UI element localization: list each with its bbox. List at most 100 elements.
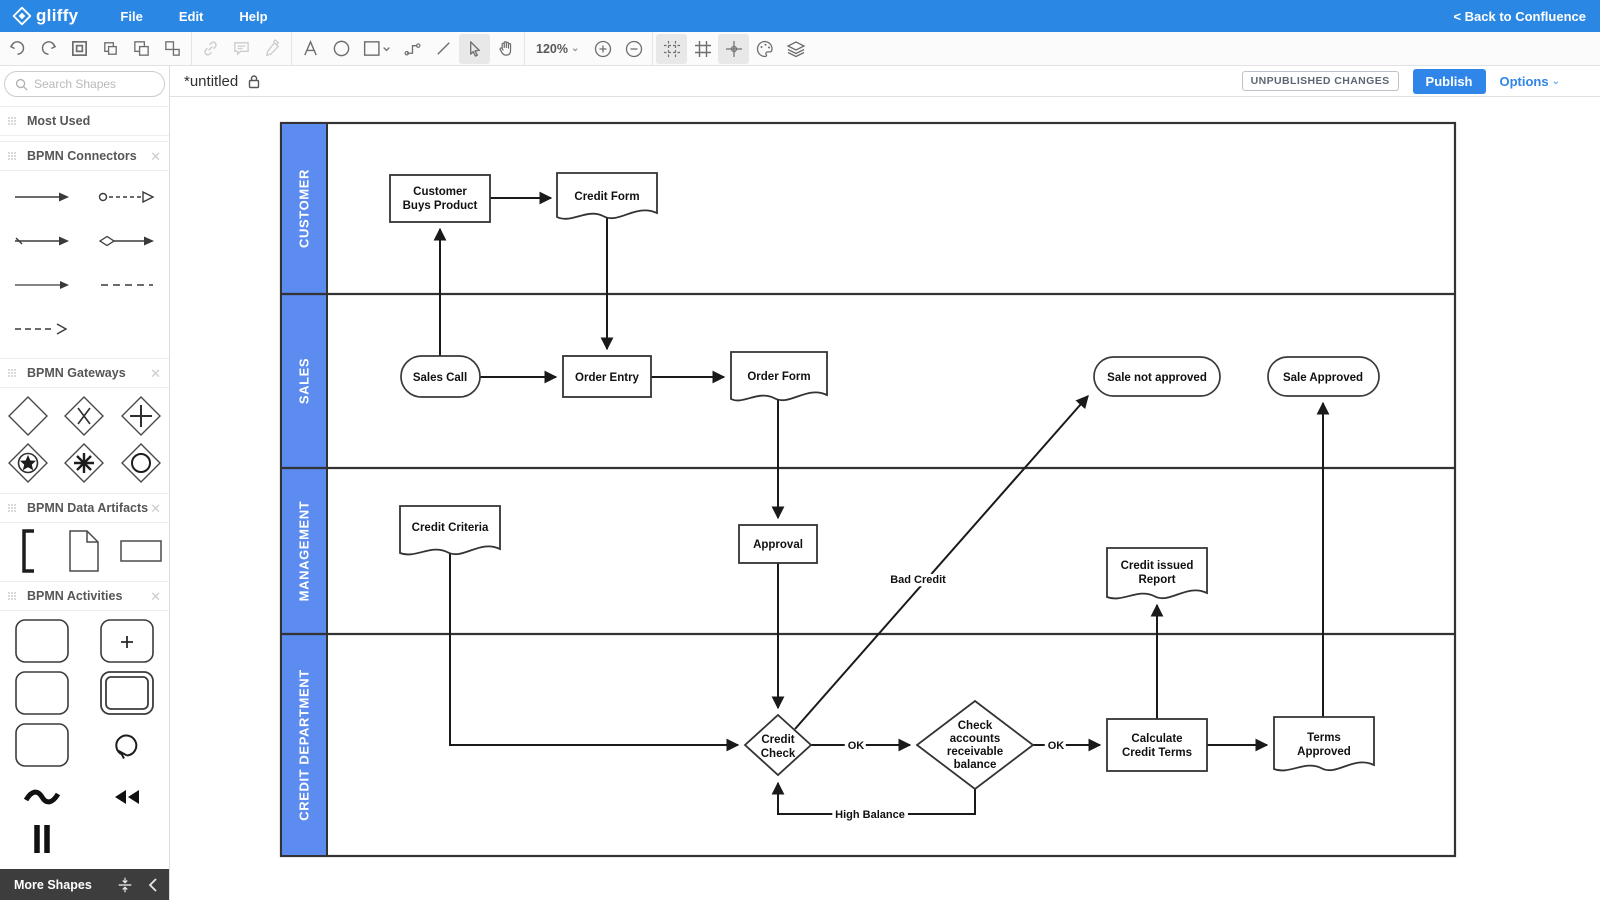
ungroup-icon[interactable]: [157, 34, 188, 64]
shape-gateway[interactable]: [0, 392, 56, 439]
node-sale-approved[interactable]: Sale Approved: [1267, 356, 1380, 397]
link-icon[interactable]: [195, 34, 226, 64]
shape-call-activity[interactable]: [0, 719, 85, 771]
shape-subprocess[interactable]: [85, 615, 170, 667]
shape-dashed-arrow[interactable]: [0, 307, 85, 351]
shape-directed-line[interactable]: [0, 263, 85, 307]
shape-ad-hoc-marker[interactable]: [0, 771, 85, 823]
snap-grid-icon[interactable]: [656, 33, 688, 64]
shape-data-object[interactable]: [56, 527, 112, 574]
shape-loop-marker[interactable]: [85, 719, 170, 771]
drag-handle-icon[interactable]: [8, 116, 17, 126]
section-bpmn-data-artifacts[interactable]: BPMN Data Artifacts ✕: [0, 493, 169, 523]
collapse-panel-icon[interactable]: [146, 877, 160, 893]
shape-complex-event-gateway[interactable]: [0, 439, 56, 486]
group-icon[interactable]: [64, 34, 95, 64]
text-tool-icon[interactable]: [295, 34, 326, 64]
chevron-down-icon: ⌄: [570, 43, 580, 54]
edge-criteria-to-creditcheck[interactable]: [449, 554, 740, 752]
shape-complex-gateway[interactable]: [56, 439, 112, 486]
grid-icon[interactable]: [687, 34, 718, 64]
comment-icon[interactable]: [226, 34, 257, 64]
shape-task-plain[interactable]: [0, 667, 85, 719]
layers-icon[interactable]: [780, 34, 811, 64]
shape-text-annotation[interactable]: [113, 527, 169, 574]
line-tool-icon[interactable]: [428, 34, 459, 64]
close-icon[interactable]: ✕: [150, 588, 161, 604]
node-terms-approved[interactable]: Terms Approved: [1273, 716, 1375, 772]
node-check-accounts-balance[interactable]: Check accounts receivable balance: [915, 699, 1035, 791]
shape-transaction[interactable]: [85, 667, 170, 719]
connector-tool-icon[interactable]: [397, 34, 428, 64]
drag-handle-icon[interactable]: [8, 591, 17, 601]
node-credit-issued-report[interactable]: Credit issued Report: [1106, 547, 1208, 600]
zoom-out-icon[interactable]: [618, 34, 649, 64]
bring-forward-icon[interactable]: [126, 34, 157, 64]
menu-file[interactable]: File: [120, 8, 143, 24]
bpmn-data-artifacts-grid: [0, 523, 169, 576]
node-order-form[interactable]: Order Form: [730, 351, 828, 402]
pointer-tool-icon[interactable]: [459, 33, 490, 64]
swimlane-pool[interactable]: CUSTOMER SALES MANAGEMENT CREDIT DEPARTM…: [279, 121, 1457, 858]
shape-task[interactable]: [0, 615, 85, 667]
close-icon[interactable]: ✕: [150, 148, 161, 164]
ellipse-tool-icon[interactable]: [326, 34, 357, 64]
shape-pause-marker[interactable]: [0, 823, 85, 857]
zoom-level-dropdown[interactable]: 120% ⌄: [528, 42, 587, 56]
shape-default-flow[interactable]: [0, 219, 85, 263]
pan-tool-icon[interactable]: [490, 34, 521, 64]
diagram-canvas[interactable]: CUSTOMER SALES MANAGEMENT CREDIT DEPARTM…: [170, 97, 1600, 900]
duplicate-icon[interactable]: [95, 34, 126, 64]
node-order-entry[interactable]: Order Entry: [562, 355, 652, 398]
node-credit-form[interactable]: Credit Form: [556, 172, 658, 220]
shape-conditional-flow[interactable]: [85, 219, 170, 263]
svg-text:Approved: Approved: [1297, 746, 1351, 758]
shape-tool-icon[interactable]: [357, 34, 397, 64]
node-customer-buys-product[interactable]: Customer Buys Product: [389, 174, 491, 223]
undo-icon[interactable]: [2, 34, 33, 64]
node-approval[interactable]: Approval: [738, 524, 818, 564]
search-input[interactable]: [34, 77, 144, 91]
close-icon[interactable]: ✕: [150, 500, 161, 516]
back-to-confluence-link[interactable]: < Back to Confluence: [1453, 8, 1586, 24]
edge-bad-credit[interactable]: [794, 395, 1089, 730]
shape-search-box[interactable]: [4, 71, 165, 97]
shape-dashed-line[interactable]: [85, 263, 170, 307]
section-bpmn-connectors[interactable]: BPMN Connectors ✕: [0, 141, 169, 171]
edge-high-balance[interactable]: [771, 781, 976, 815]
section-bpmn-activities[interactable]: BPMN Activities ✕: [0, 581, 169, 611]
node-sale-not-approved[interactable]: Sale not approved: [1093, 356, 1221, 397]
lane-label-customer: CUSTOMER: [297, 169, 312, 248]
shape-group-bracket[interactable]: [0, 527, 56, 574]
edge-label-high-balance: High Balance: [835, 809, 905, 821]
node-credit-check[interactable]: Credit Check: [743, 713, 813, 777]
shape-sequence-flow[interactable]: [0, 175, 85, 219]
theme-icon[interactable]: [749, 34, 780, 64]
more-shapes-bar[interactable]: More Shapes: [0, 869, 169, 900]
guides-icon[interactable]: [718, 33, 750, 64]
publish-button[interactable]: Publish: [1412, 68, 1486, 94]
drag-handle-icon[interactable]: [8, 368, 17, 378]
toolbar-separator: [191, 32, 192, 65]
options-dropdown[interactable]: Options ⌄: [1500, 74, 1561, 89]
menu-help[interactable]: Help: [239, 8, 268, 24]
shape-parallel-gateway[interactable]: [113, 392, 169, 439]
section-most-used[interactable]: Most Used: [0, 106, 169, 136]
shape-exclusive-gateway[interactable]: [56, 392, 112, 439]
shape-compensation-marker[interactable]: [85, 771, 170, 823]
shape-message-flow[interactable]: [85, 175, 170, 219]
node-calculate-credit-terms[interactable]: Calculate Credit Terms: [1106, 718, 1208, 772]
drag-handle-icon[interactable]: [8, 503, 17, 513]
eyedropper-icon[interactable]: [257, 34, 288, 64]
zoom-in-icon[interactable]: [587, 34, 618, 64]
document-title[interactable]: *untitled: [184, 72, 239, 90]
collapse-sections-icon[interactable]: [116, 876, 134, 894]
menu-edit[interactable]: Edit: [178, 8, 204, 24]
node-credit-criteria[interactable]: Credit Criteria: [399, 505, 501, 556]
node-sales-call[interactable]: Sales Call: [400, 355, 481, 398]
drag-handle-icon[interactable]: [8, 151, 17, 161]
redo-icon[interactable]: [33, 34, 64, 64]
close-icon[interactable]: ✕: [150, 365, 161, 381]
shape-inclusive-gateway[interactable]: [113, 439, 169, 486]
section-bpmn-gateways[interactable]: BPMN Gateways ✕: [0, 358, 169, 388]
